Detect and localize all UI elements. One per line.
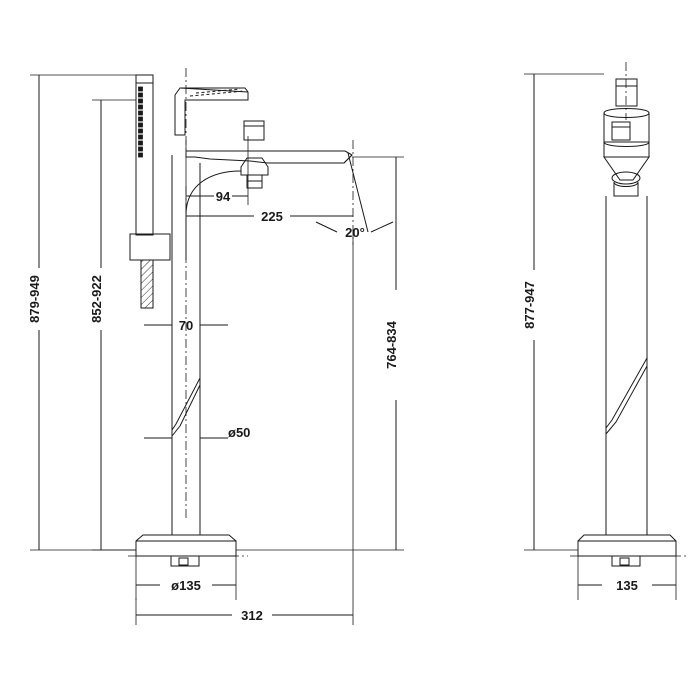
label-20-deg: 20°	[345, 225, 365, 240]
label-225: 225	[261, 209, 283, 224]
dimension-lines	[38, 74, 676, 616]
front-riser-column	[605, 196, 648, 535]
front-diverter	[611, 121, 631, 141]
riser-column	[171, 155, 201, 535]
label-o135: ø135	[171, 578, 201, 593]
lever-handle	[240, 157, 269, 189]
dim-20-deg	[315, 152, 394, 233]
label-852-922: 852-922	[89, 275, 104, 323]
label-764-834: 764-834	[384, 320, 399, 368]
front-spout-outlet	[615, 78, 638, 107]
base-plate	[135, 534, 237, 567]
label-135: 135	[616, 578, 638, 593]
centerlines	[128, 62, 686, 557]
handshower-bracket	[129, 233, 171, 261]
label-94: 94	[216, 189, 231, 204]
front-view-product	[577, 78, 677, 567]
spout-body	[185, 150, 353, 164]
front-body	[603, 141, 650, 158]
extension-lines	[30, 73, 677, 625]
handshower	[135, 74, 154, 236]
label-877-947: 877-947	[522, 281, 537, 329]
label-879-949: 879-949	[27, 275, 42, 323]
front-base-plate	[577, 534, 677, 567]
shower-hose	[140, 259, 154, 309]
front-lever-handle	[603, 156, 650, 197]
diverter-button	[243, 120, 265, 141]
label-o50: ø50	[228, 425, 250, 440]
label-70: 70	[179, 318, 193, 333]
label-312: 312	[241, 608, 263, 623]
waterfall-spout-head	[174, 87, 249, 136]
side-view-product	[129, 74, 353, 567]
dimension-labels: 879-949 852-922 94 225 20° 70 764-834 ø5…	[27, 189, 638, 623]
